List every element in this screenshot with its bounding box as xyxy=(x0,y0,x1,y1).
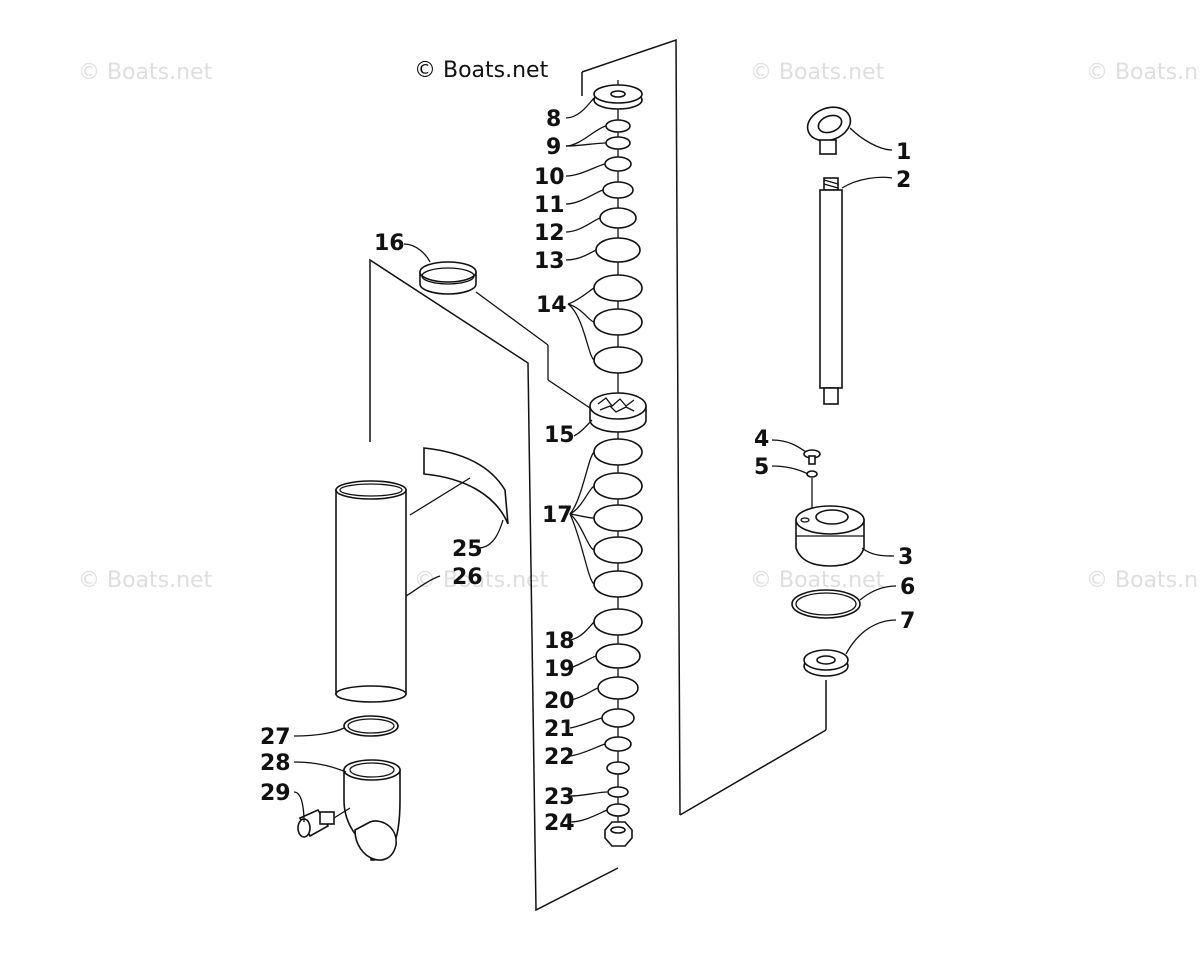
callout-8: 8 xyxy=(546,107,561,132)
watermark: © Boats.net xyxy=(78,60,213,85)
part-3-housing xyxy=(795,505,865,567)
part-27-o-ring xyxy=(343,715,399,737)
callout-14: 14 xyxy=(536,293,567,318)
part-16-wear-ring xyxy=(419,261,591,409)
callout-25: 25 xyxy=(452,537,483,562)
leader-lines xyxy=(293,97,897,823)
part-2-shaft xyxy=(819,177,843,405)
callout-22: 22 xyxy=(544,745,575,770)
watermark: © Boats.n xyxy=(1086,60,1199,85)
shim-stack-upper xyxy=(593,119,643,374)
part-28-end-cap xyxy=(343,759,401,861)
watermark: © Boats.net xyxy=(750,60,885,85)
callout-6: 6 xyxy=(900,575,915,600)
watermark: © Boats.net xyxy=(750,568,885,593)
part-7-seal xyxy=(803,649,849,677)
part-1-eyelet xyxy=(806,106,852,155)
shim-stack-lower xyxy=(593,608,643,847)
shim-stack-middle xyxy=(593,438,643,598)
part-5-washer xyxy=(806,470,818,478)
callout-11: 11 xyxy=(534,193,565,218)
callout-17: 17 xyxy=(542,503,573,528)
callout-21: 21 xyxy=(544,717,575,742)
callout-29: 29 xyxy=(260,781,291,806)
callout-19: 19 xyxy=(544,657,575,682)
callout-10: 10 xyxy=(534,165,565,190)
callout-20: 20 xyxy=(544,689,575,714)
callout-27: 27 xyxy=(260,725,291,750)
callout-23: 23 xyxy=(544,785,575,810)
watermark: © Boats.net xyxy=(414,568,549,593)
callout-28: 28 xyxy=(260,751,291,776)
part-15-piston xyxy=(589,392,647,433)
part-25-label xyxy=(409,447,509,525)
callout-3: 3 xyxy=(898,545,913,570)
part-26-cylinder xyxy=(335,480,407,703)
watermark: © Boats.n xyxy=(1086,568,1199,593)
assembly-frame xyxy=(369,38,827,912)
part-8-washer xyxy=(593,84,643,110)
callout-4: 4 xyxy=(754,427,769,452)
callout-9: 9 xyxy=(546,135,561,160)
copyright-credit: © Boats.net xyxy=(414,58,549,83)
part-29-fitting xyxy=(297,807,351,838)
callout-1: 1 xyxy=(896,140,911,165)
callout-18: 18 xyxy=(544,629,575,654)
part-6-o-ring xyxy=(791,589,861,619)
callout-2: 2 xyxy=(896,168,911,193)
watermark: © Boats.net xyxy=(78,568,213,593)
callout-labels: 1 2 3 4 5 6 7 8 9 10 11 12 13 14 15 16 1… xyxy=(260,107,915,836)
callout-26: 26 xyxy=(452,565,483,590)
callout-24: 24 xyxy=(544,811,575,836)
callout-15: 15 xyxy=(544,423,575,448)
callout-7: 7 xyxy=(900,609,915,634)
callout-13: 13 xyxy=(534,249,565,274)
callout-16: 16 xyxy=(374,231,405,256)
callout-12: 12 xyxy=(534,221,565,246)
part-4-screw xyxy=(803,449,821,465)
callout-5: 5 xyxy=(754,455,769,480)
